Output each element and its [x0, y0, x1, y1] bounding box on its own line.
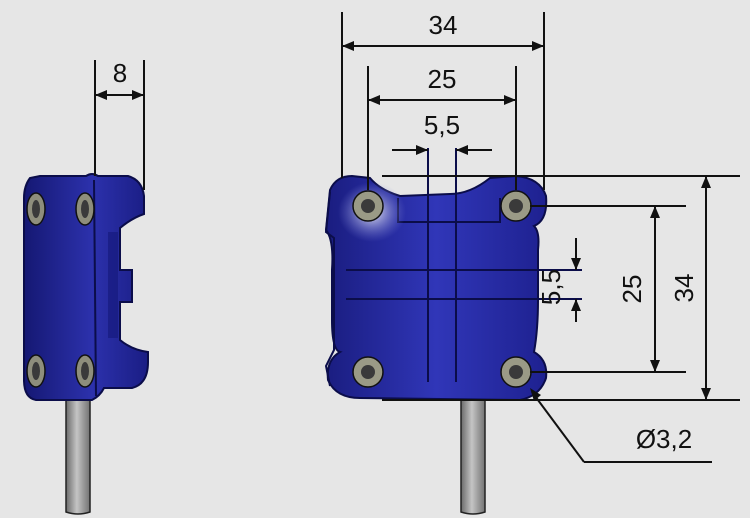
side-width-dim-label: 8 [113, 58, 127, 88]
side-screw-bottom-left [26, 354, 46, 388]
front-overall-width-dim-label: 34 [429, 10, 458, 40]
front-screw-bottom-right [500, 356, 532, 388]
front-view: 34 25 5,5 34 [324, 10, 740, 515]
side-body [23, 173, 149, 401]
front-overall-width-dimension [341, 12, 545, 190]
front-hole-diameter-dim-label: Ø3,2 [636, 424, 692, 454]
front-center-grooves [346, 148, 582, 382]
front-hole-height-dimension [530, 205, 686, 373]
side-seam [93, 179, 97, 397]
front-screw-top-left [352, 190, 384, 222]
side-screw-top-right [75, 192, 95, 226]
front-slot-height-dim-label: 5,5 [536, 269, 566, 305]
front-overall-height-dim-label: 34 [669, 274, 699, 303]
front-left-bevel [324, 191, 335, 387]
front-hole-height-dim-label: 25 [617, 275, 647, 304]
front-slot-width-dim-label: 5,5 [424, 110, 460, 140]
front-hole-width-dim-label: 25 [428, 64, 457, 94]
front-hole-width-dimension [367, 66, 517, 190]
front-hole-diameter-leader [530, 388, 712, 463]
front-screw-top-right [500, 190, 532, 222]
side-view: 8 [23, 58, 149, 515]
front-cable [460, 389, 486, 515]
side-cable [65, 391, 91, 515]
front-screw-bottom-left [352, 356, 384, 388]
front-overall-height-dimension [382, 175, 740, 401]
side-width-dimension [94, 60, 145, 190]
side-slot [108, 232, 118, 338]
front-slot-width-dimension [392, 145, 492, 155]
front-slot-height-dimension [571, 238, 581, 322]
side-screw-bottom-right [75, 354, 95, 388]
side-screw-top-left [26, 192, 46, 226]
